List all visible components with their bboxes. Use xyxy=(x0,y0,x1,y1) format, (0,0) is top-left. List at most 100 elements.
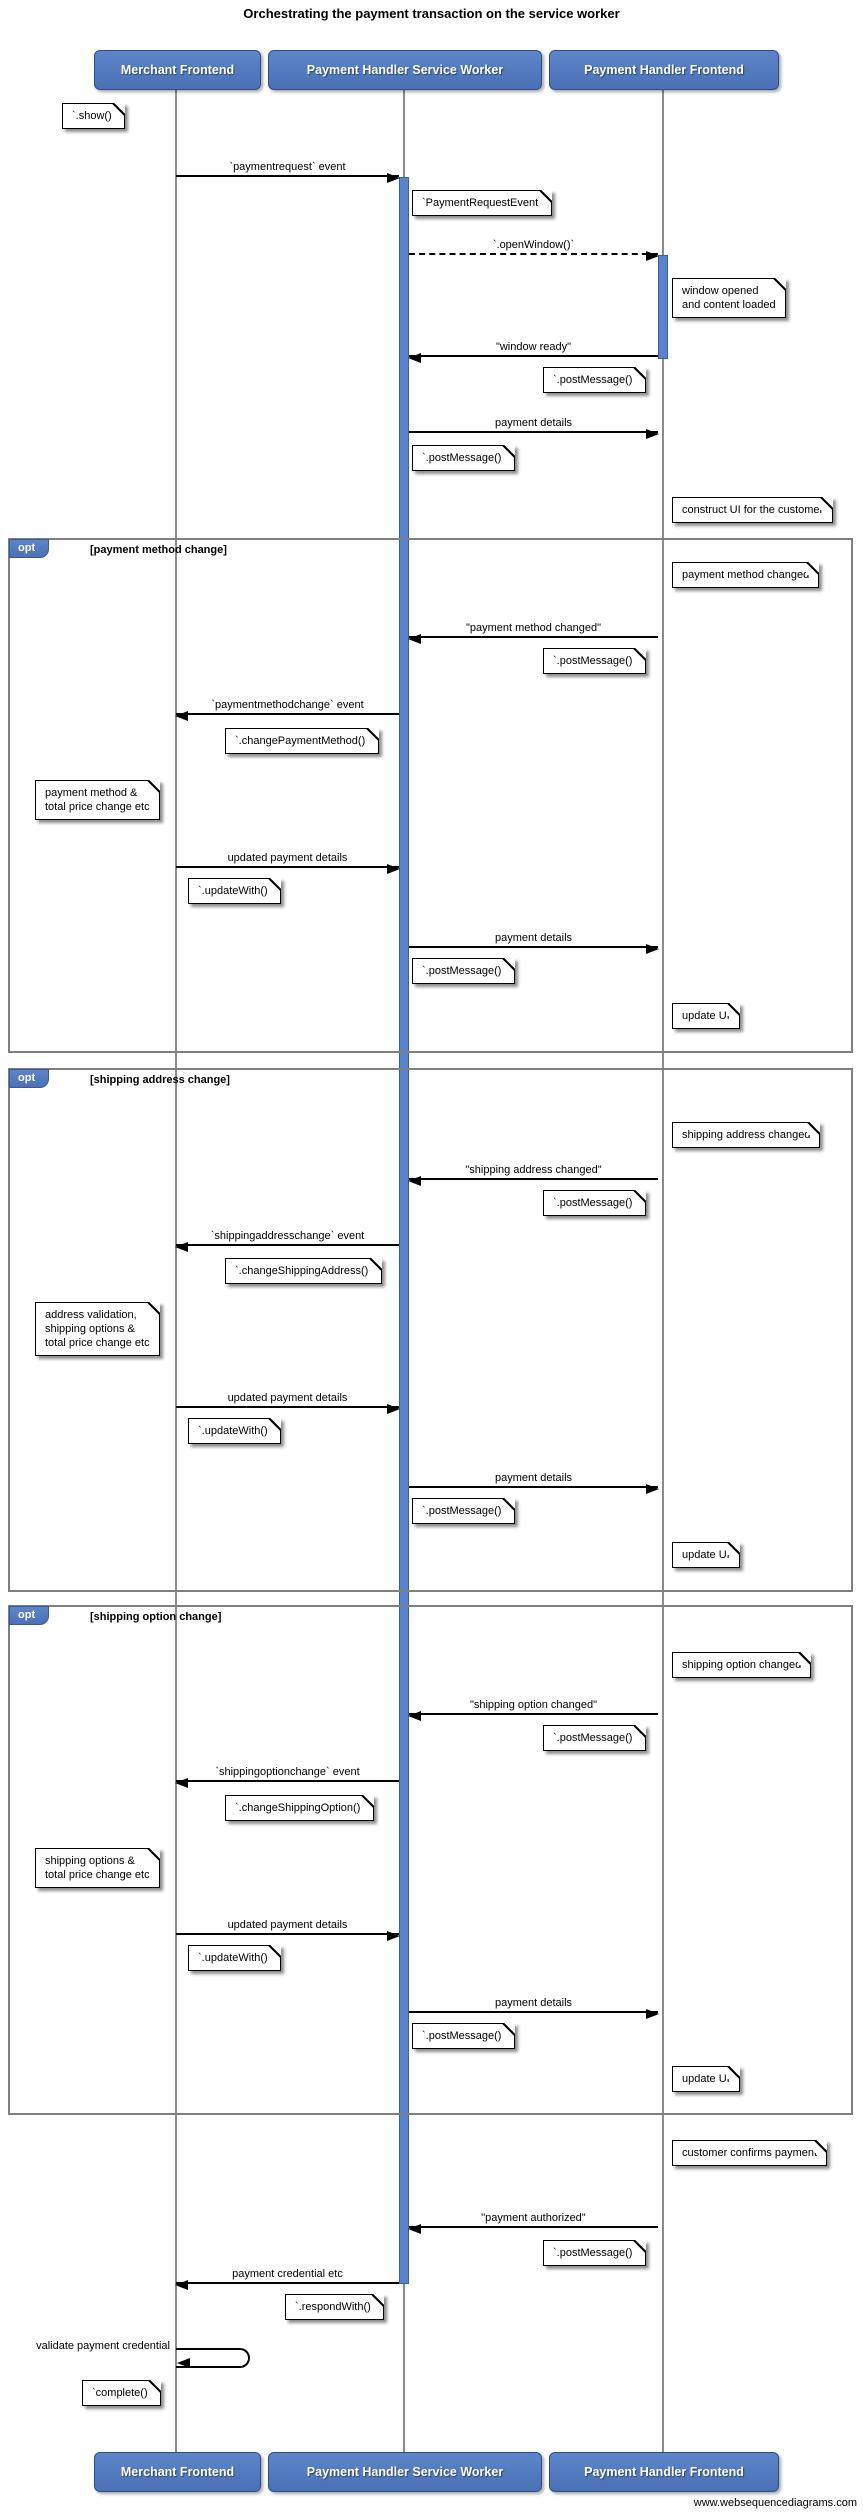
arrowhead-icon xyxy=(408,1711,421,1721)
opt-keyword-tab: opt xyxy=(9,539,50,558)
arrowhead-icon xyxy=(175,711,188,721)
arrow-line xyxy=(409,253,658,255)
customer-confirms-payment-note: customer confirms payment xyxy=(672,2140,828,2166)
payment-method-changed-arrow: "payment method changed" xyxy=(408,618,658,644)
message-label: "window ready" xyxy=(495,341,572,353)
message-label: "shipping option changed" xyxy=(469,1699,598,1711)
actor-payment-handler-frontend-bottom: Payment Handler Frontend xyxy=(549,2452,779,2492)
update-with-note: `.updateWith()` xyxy=(188,1418,282,1444)
arrow-line xyxy=(409,2226,658,2228)
arrow-line xyxy=(176,1933,399,1935)
window-ready-arrow: "window ready" xyxy=(408,337,658,363)
shipping-address-changed-arrow: "shipping address changed" xyxy=(408,1160,658,1186)
message-label: payment details xyxy=(494,1997,573,2009)
actor-merchant-frontend-top: Merchant Frontend xyxy=(94,50,261,90)
construct-ui-note: construct UI for the customer xyxy=(672,497,834,523)
update-with-note: `.updateWith()` xyxy=(188,878,282,904)
change-payment-method-note: `.changePaymentMethod()` xyxy=(225,728,379,754)
arrow-line xyxy=(409,355,658,357)
open-window-arrow: `.openWindow()` xyxy=(409,235,659,261)
post-message-note: `.postMessage()` xyxy=(412,958,516,984)
arrowhead-icon xyxy=(175,2280,188,2290)
arrow-line xyxy=(176,1780,399,1782)
opt-condition-label: [payment method change] xyxy=(90,544,227,556)
self-call-loop-arrow xyxy=(176,2348,250,2368)
arrowhead-icon xyxy=(646,944,659,954)
payment-authorized-arrow: "payment authorized" xyxy=(408,2208,658,2234)
arrow-line xyxy=(176,1244,399,1246)
post-message-note: `.postMessage()` xyxy=(543,648,647,674)
updated-payment-details-arrow: updated payment details xyxy=(176,848,400,874)
update-with-note: `.updateWith()` xyxy=(188,1945,282,1971)
post-message-note: `.postMessage()` xyxy=(543,1190,647,1216)
post-message-note: `.postMessage()` xyxy=(543,2240,647,2266)
message-label: updated payment details xyxy=(227,852,348,864)
websequencediagrams-credit: www.websequencediagrams.com xyxy=(693,2497,857,2509)
actor-merchant-frontend-bottom: Merchant Frontend xyxy=(94,2452,261,2492)
actor-service-worker-top: Payment Handler Service Worker xyxy=(268,50,542,90)
arrowhead-icon xyxy=(646,1484,659,1494)
payment-details-arrow: payment details xyxy=(409,1468,659,1494)
message-label: "payment authorized" xyxy=(481,2212,586,2224)
message-label: "payment method changed" xyxy=(465,622,601,634)
arrow-line xyxy=(409,636,658,638)
post-message-note: `.postMessage()` xyxy=(543,1725,647,1751)
change-shipping-address-note: `.changeShippingAddress()` xyxy=(225,1258,382,1284)
arrowhead-icon xyxy=(177,2358,190,2368)
actor-service-worker-bottom: Payment Handler Service Worker xyxy=(268,2452,542,2492)
arrow-line xyxy=(176,2282,399,2284)
opt-condition-label: [shipping address change] xyxy=(90,1074,230,1086)
update-ui-note: update UI xyxy=(672,1003,740,1029)
message-label: updated payment details xyxy=(227,1919,348,1931)
arrow-line xyxy=(409,1486,658,1488)
actor-label: Merchant Frontend xyxy=(120,2465,235,2479)
arrow-line xyxy=(409,1713,658,1715)
actor-label: Payment Handler Frontend xyxy=(584,63,744,77)
activation-bar-service-worker xyxy=(399,177,409,2284)
opt-keyword-tab: opt xyxy=(9,1069,50,1088)
update-ui-note: update UI xyxy=(672,1542,740,1568)
payment-request-event-note: `PaymentRequestEvent` xyxy=(412,190,552,216)
message-label: payment details xyxy=(494,1472,573,1484)
payment-details-arrow: payment details xyxy=(409,413,659,439)
shipping-address-changed-note: shipping address changed xyxy=(672,1122,821,1148)
actor-label: Payment Handler Service Worker xyxy=(306,63,504,77)
post-message-note: `.postMessage()` xyxy=(412,1498,516,1524)
arrow-line xyxy=(176,866,399,868)
arrowhead-icon xyxy=(646,251,659,261)
payment-credential-arrow: payment credential etc xyxy=(175,2264,399,2290)
arrowhead-icon xyxy=(646,429,659,439)
arrow-line xyxy=(176,713,399,715)
message-label: payment details xyxy=(494,417,573,429)
arrowhead-icon xyxy=(387,864,400,874)
show-note: `.show()` xyxy=(62,103,126,129)
respond-with-note: `.respondWith()` xyxy=(285,2294,385,2320)
merchant-side-note: address validation, shipping options & t… xyxy=(35,1302,160,1356)
post-message-note: `.postMessage()` xyxy=(412,2023,516,2049)
message-label: `shippingaddresschange` event xyxy=(210,1230,365,1242)
updated-payment-details-arrow: updated payment details xyxy=(176,1915,400,1941)
message-label: payment details xyxy=(494,932,573,944)
activation-bar-payment-handler-frontend xyxy=(658,255,668,359)
merchant-side-note: shipping options & total price change et… xyxy=(35,1848,160,1888)
lifeline-merchant-frontend xyxy=(175,88,177,2454)
paymentmethodchange-event-arrow: `paymentmethodchange` event xyxy=(175,695,399,721)
message-label: `shippingoptionchange` event xyxy=(215,1766,360,1778)
arrowhead-icon xyxy=(175,1778,188,1788)
message-label: `.openWindow()` xyxy=(492,239,575,251)
opt-condition-label: [shipping option change] xyxy=(90,1611,222,1623)
update-ui-note: update UI xyxy=(672,2066,740,2092)
arrow-line xyxy=(176,175,399,177)
post-message-note: `.postMessage()` xyxy=(543,367,647,393)
shippingoptionchange-event-arrow: `shippingoptionchange` event xyxy=(175,1762,399,1788)
lifeline-payment-handler-frontend xyxy=(662,88,664,2454)
opt-keyword-tab: opt xyxy=(9,1606,50,1625)
arrow-line xyxy=(176,1406,399,1408)
paymentrequest-event-arrow: `paymentrequest` event xyxy=(176,157,400,183)
actor-label: Merchant Frontend xyxy=(120,63,235,77)
arrowhead-icon xyxy=(387,173,400,183)
opt-fragment-shipping-address-change: opt [shipping address change] xyxy=(8,1068,853,1592)
message-label: `paymentmethodchange` event xyxy=(211,699,364,711)
actor-label: Payment Handler Service Worker xyxy=(306,2465,504,2479)
arrowhead-icon xyxy=(408,353,421,363)
